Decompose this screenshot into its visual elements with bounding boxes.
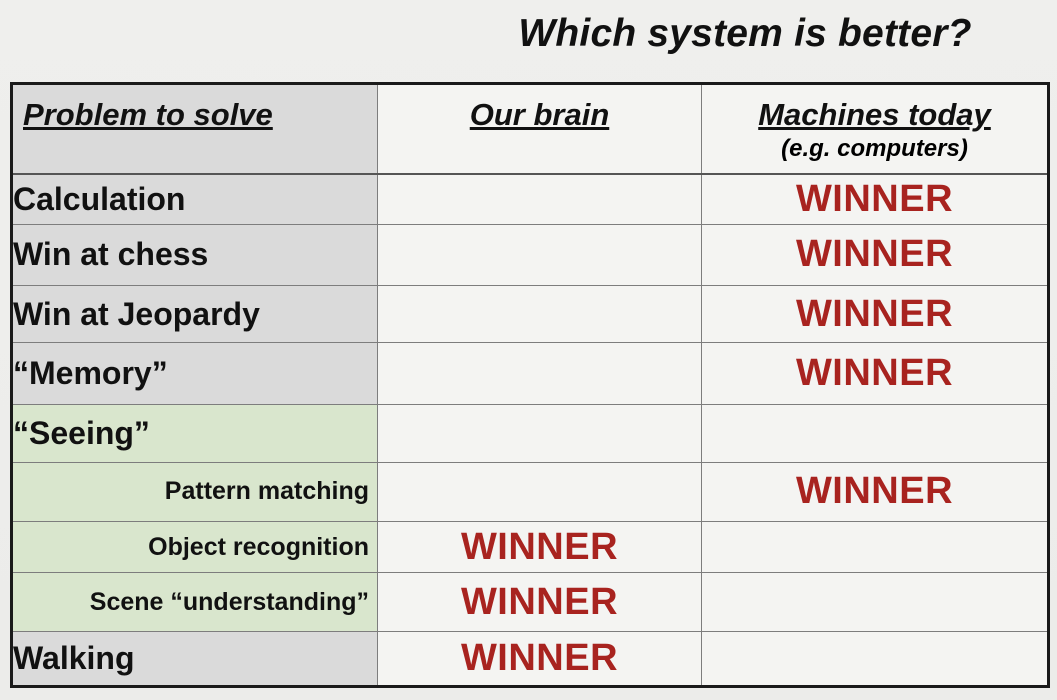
header-machines: Machines today bbox=[758, 97, 991, 132]
table-row: Win at Jeopardy WINNER bbox=[11, 284, 1049, 344]
brain-cell bbox=[377, 461, 702, 523]
row-label: Win at chess bbox=[11, 223, 378, 286]
table-row: Walking WINNER bbox=[11, 630, 1049, 688]
machines-cell: WINNER bbox=[701, 284, 1049, 344]
header-problem: Problem to solve bbox=[23, 97, 273, 132]
table-row: Win at chess WINNER bbox=[11, 223, 1049, 286]
machines-cell bbox=[701, 521, 1049, 574]
table-row: Scene “understanding” WINNER bbox=[11, 572, 1049, 632]
header-brain: Our brain bbox=[469, 97, 610, 132]
table-row: “Seeing” bbox=[11, 403, 1049, 463]
row-label: “Seeing” bbox=[11, 403, 378, 463]
machines-cell bbox=[701, 630, 1049, 688]
machines-cell bbox=[701, 572, 1049, 632]
machines-cell: WINNER bbox=[701, 461, 1049, 523]
row-label: Scene “understanding” bbox=[11, 572, 378, 632]
brain-cell bbox=[377, 342, 702, 405]
machines-cell: WINNER bbox=[701, 223, 1049, 286]
row-label: Walking bbox=[11, 630, 378, 688]
row-label: Calculation bbox=[11, 173, 378, 225]
table-row: Pattern matching WINNER bbox=[11, 461, 1049, 523]
brain-cell bbox=[377, 403, 702, 463]
table-row: “Memory” WINNER bbox=[11, 342, 1049, 405]
brain-cell: WINNER bbox=[377, 572, 702, 632]
brain-cell: WINNER bbox=[377, 630, 702, 688]
row-label: “Memory” bbox=[11, 342, 378, 405]
brain-cell bbox=[377, 223, 702, 286]
machines-cell: WINNER bbox=[701, 173, 1049, 225]
machines-cell: WINNER bbox=[701, 342, 1049, 405]
row-label: Object recognition bbox=[11, 521, 378, 574]
table-row: Calculation WINNER bbox=[11, 173, 1049, 225]
table-row: Object recognition WINNER bbox=[11, 521, 1049, 574]
header-brain-cell: Our brain bbox=[377, 82, 702, 175]
row-label: Pattern matching bbox=[11, 461, 378, 523]
slide-title: Which system is better? bbox=[518, 12, 972, 55]
comparison-table: Problem to solve Our brain Machines toda… bbox=[10, 82, 1050, 688]
header-machines-cell: Machines today (e.g. computers) bbox=[701, 82, 1049, 175]
brain-cell bbox=[377, 173, 702, 225]
header-problem-cell: Problem to solve bbox=[11, 82, 378, 175]
brain-cell bbox=[377, 284, 702, 344]
header-machines-sub: (e.g. computers) bbox=[781, 135, 968, 162]
header-row: Problem to solve Our brain Machines toda… bbox=[11, 82, 1049, 175]
row-label: Win at Jeopardy bbox=[11, 284, 378, 344]
brain-cell: WINNER bbox=[377, 521, 702, 574]
machines-cell bbox=[701, 403, 1049, 463]
